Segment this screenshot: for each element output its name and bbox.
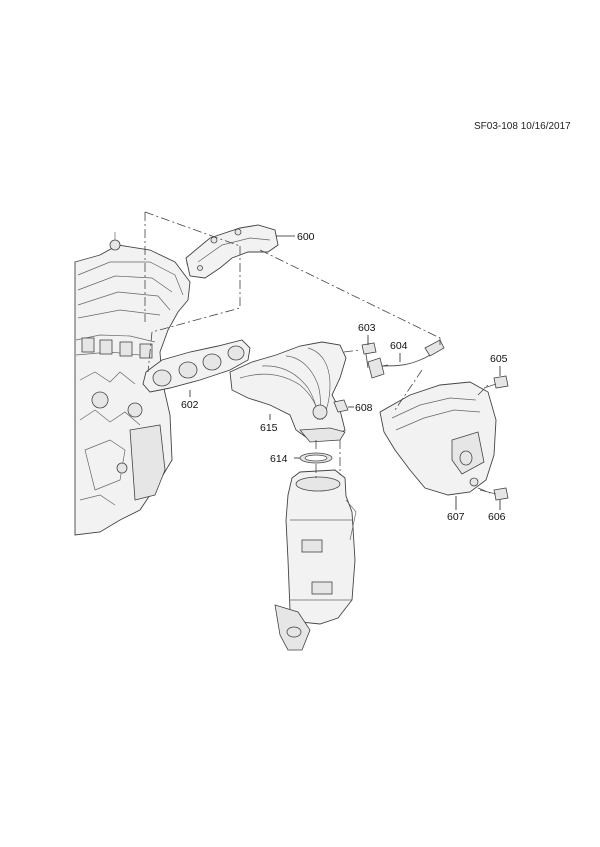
callout-604: 604 [390,340,408,352]
heat-shield-607 [379,381,497,496]
callout-608: 608 [355,402,373,414]
catalytic-converter-illustration [274,469,357,651]
callout-600: 600 [297,231,315,243]
seal-ring-614 [299,452,333,464]
bolt-605 [483,375,509,389]
callout-602: 602 [181,399,199,411]
exhaust-manifold-gasket-602 [142,339,251,393]
callout-614: 614 [270,453,288,465]
callout-607: 607 [447,511,465,523]
stud-603 [361,342,377,369]
nut-608 [333,399,349,413]
callout-605: 605 [490,353,508,365]
alignment-dash-lines [144,211,491,494]
callout-606: 606 [488,511,506,523]
engine-block-illustration [74,232,194,536]
heat-shield-bracket-600 [185,224,279,279]
callout-603: 603 [358,322,376,334]
diagram-reference-code: SF03-108 10/16/2017 [474,121,571,132]
callout-615: 615 [260,422,278,434]
callout-leaders [189,235,501,510]
oxygen-sensor-604 [367,339,445,379]
bolt-606 [479,487,509,501]
